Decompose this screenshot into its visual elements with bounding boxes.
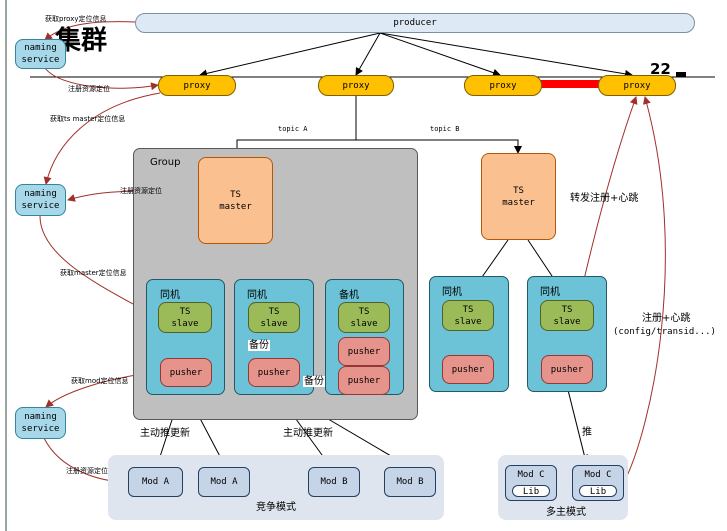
producer-label: producer bbox=[393, 18, 437, 28]
mod-c-1: Mod C Lib bbox=[505, 465, 557, 501]
ts-master-label: TS master bbox=[502, 185, 535, 208]
producer-to-proxy-1 bbox=[199, 32, 381, 78]
page-number: 22 bbox=[650, 60, 671, 78]
ts-slave-2: TS slave bbox=[248, 302, 300, 333]
proxy-node-3: proxy bbox=[464, 75, 542, 96]
lib-badge: Lib bbox=[579, 485, 617, 497]
pusher-label: pusher bbox=[347, 346, 381, 357]
mod-b-2: Mod B bbox=[384, 467, 436, 497]
label-get-mod-info: 获取mod定位信息 bbox=[71, 377, 129, 385]
naming-service-label: naming service bbox=[21, 412, 60, 434]
label-forward-register-heartbeat: 转发注册+心跳 bbox=[570, 193, 639, 204]
naming-service-1: naming service bbox=[15, 39, 66, 69]
mod-a-2: Mod A bbox=[198, 467, 250, 497]
producer-to-proxy-4 bbox=[379, 32, 633, 78]
machine-label-same: 同机 bbox=[160, 290, 180, 301]
naming-service-label: naming service bbox=[21, 43, 60, 65]
ts-slave-label: TS slave bbox=[260, 306, 288, 329]
pusher-5: pusher bbox=[442, 355, 494, 384]
pusher-2: pusher bbox=[248, 358, 300, 387]
proxy-node-2: proxy bbox=[318, 75, 394, 96]
mod-b-label: Mod B bbox=[320, 477, 348, 487]
proxy-label: proxy bbox=[342, 80, 370, 91]
ts-slave-3: TS slave bbox=[338, 302, 390, 333]
pusher-label: pusher bbox=[257, 367, 291, 378]
mod-c-label: Mod C bbox=[584, 470, 612, 480]
naming-service-2: naming service bbox=[15, 184, 66, 216]
ts-slave-label: TS slave bbox=[454, 304, 482, 327]
label-register-heartbeat: 注册+心跳 bbox=[642, 313, 691, 324]
mod-a-label: Mod A bbox=[141, 477, 170, 487]
arrow-get-proxy-info bbox=[44, 21, 136, 41]
mod-b-1: Mod B bbox=[308, 467, 360, 497]
mod-a-1: Mod A bbox=[128, 467, 183, 497]
proxy-label: proxy bbox=[489, 80, 517, 91]
backup-label-1: 备份 bbox=[248, 340, 270, 351]
proxy-node-1: proxy bbox=[158, 75, 236, 96]
producer-to-proxy-3 bbox=[379, 32, 501, 77]
backup-label-2: 备份 bbox=[303, 376, 325, 387]
label-push: 推 bbox=[582, 427, 592, 438]
pusher-3: pusher bbox=[338, 337, 390, 366]
label-get-master-info: 获取master定位信息 bbox=[60, 269, 127, 277]
arrow-register-heartbeat bbox=[624, 96, 666, 481]
label-get-ts-master-info: 获取ts master定位信息 bbox=[50, 115, 126, 123]
ts-master-a: TS master bbox=[198, 157, 273, 244]
label-get-proxy-info: 获取proxy定位信息 bbox=[45, 15, 107, 23]
competition-mode-label: 竞争模式 bbox=[256, 502, 296, 513]
topic-b-label: topic B bbox=[430, 125, 460, 133]
pusher-label: pusher bbox=[451, 364, 485, 375]
ts-slave-4: TS slave bbox=[442, 300, 494, 331]
label-config-transid: (config/transid...) bbox=[613, 327, 716, 337]
group-label: Group bbox=[150, 157, 181, 168]
producer-to-proxy-2 bbox=[355, 32, 381, 76]
proxy-to-master-b bbox=[356, 139, 522, 154]
ts-slave-label: TS slave bbox=[350, 306, 378, 329]
multi-master-mode-label: 多主模式 bbox=[546, 507, 586, 518]
ts-slave-label: TS slave bbox=[171, 306, 199, 329]
naming-service-label: naming service bbox=[21, 189, 60, 211]
label-active-push-1: 主动推更新 bbox=[140, 428, 190, 439]
label-register-3: 注册资源定位 bbox=[66, 467, 108, 475]
arrow-register-1 bbox=[44, 67, 159, 91]
machine-label-same: 同机 bbox=[247, 290, 267, 301]
naming-service-3: naming service bbox=[15, 407, 66, 439]
label-active-push-2: 主动推更新 bbox=[283, 428, 333, 439]
machine-label-backup: 备机 bbox=[339, 290, 359, 301]
pusher-5-to-mod-c2 bbox=[566, 385, 589, 463]
ts-master-b: TS master bbox=[481, 153, 556, 240]
pusher-1: pusher bbox=[160, 358, 212, 387]
pusher-label: pusher bbox=[550, 364, 584, 375]
machine-box-5 bbox=[527, 276, 607, 392]
page-number-underline bbox=[676, 72, 686, 77]
red-bus-segment bbox=[540, 80, 602, 88]
pusher-4: pusher bbox=[338, 366, 390, 395]
ts-slave-1: TS slave bbox=[158, 302, 212, 333]
mod-a-label: Mod A bbox=[210, 477, 238, 487]
pusher-6: pusher bbox=[541, 355, 593, 384]
proxy-label: proxy bbox=[183, 80, 211, 91]
machine-label-same: 同机 bbox=[540, 287, 560, 298]
label-register-2: 注册资源定位 bbox=[120, 187, 162, 195]
proxy-label: proxy bbox=[623, 80, 651, 91]
mod-c-label: Mod C bbox=[517, 470, 545, 480]
ts-slave-label: TS slave bbox=[553, 304, 581, 327]
topic-a-label: topic A bbox=[278, 125, 308, 133]
machine-label-same: 同机 bbox=[442, 287, 462, 298]
lib-badge: Lib bbox=[512, 485, 550, 497]
mod-c-2: Mod C Lib bbox=[572, 465, 624, 501]
mod-b-label: Mod B bbox=[396, 477, 424, 487]
proxy-node-4: proxy bbox=[598, 75, 676, 96]
label-register-1: 注册资源定位 bbox=[68, 85, 110, 93]
pusher-label: pusher bbox=[347, 375, 381, 386]
ts-slave-5: TS slave bbox=[540, 300, 594, 331]
ts-master-label: TS master bbox=[219, 189, 252, 212]
arrow-get-ts-master-info bbox=[43, 92, 161, 185]
producer-node: producer bbox=[135, 13, 695, 33]
pusher-label: pusher bbox=[169, 367, 203, 378]
